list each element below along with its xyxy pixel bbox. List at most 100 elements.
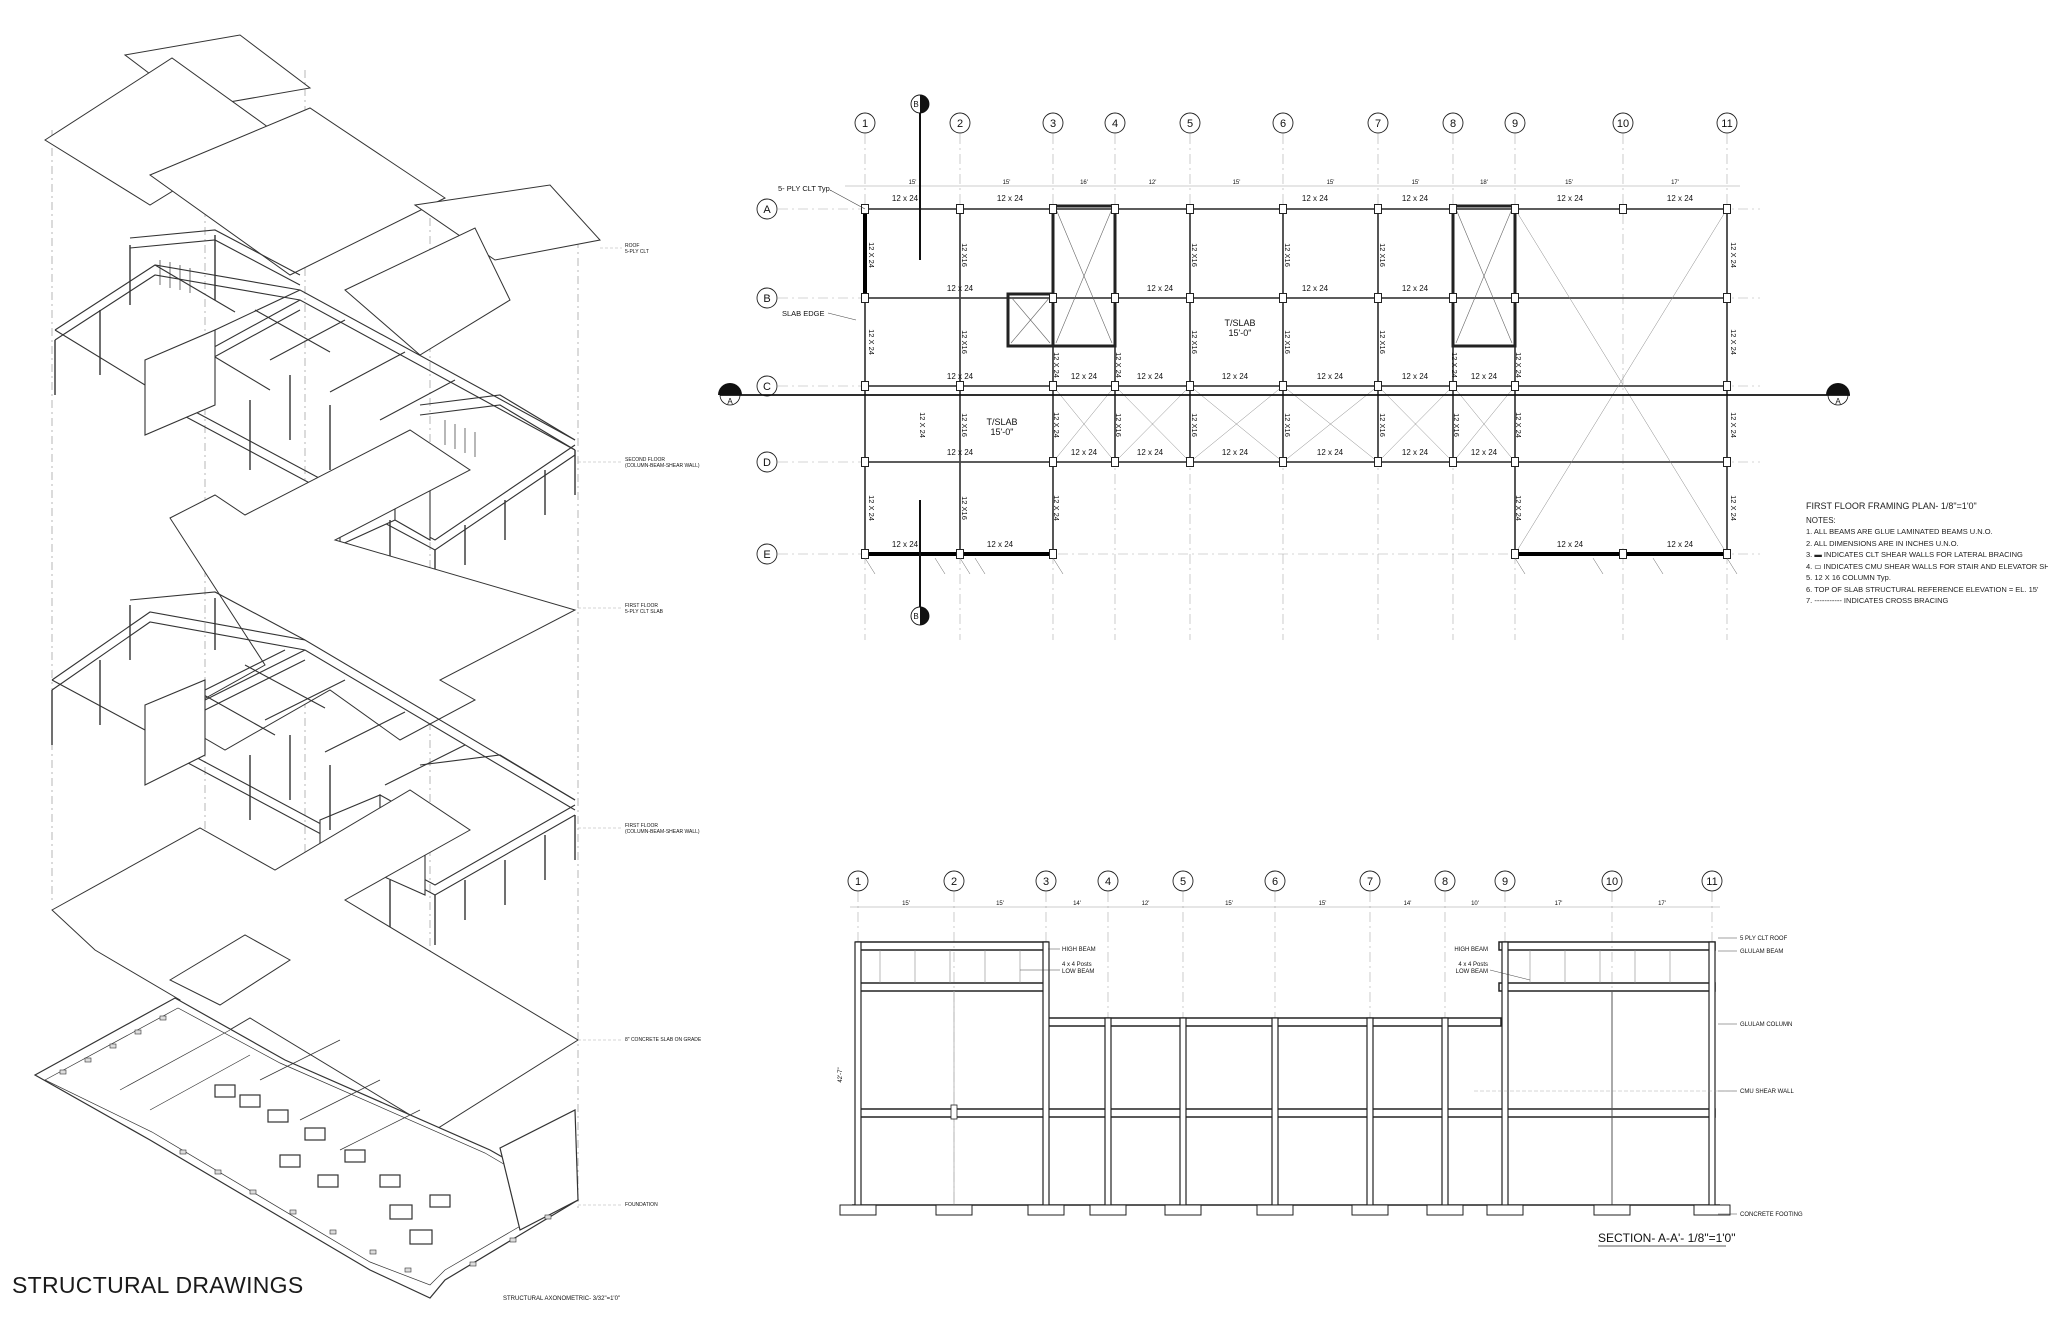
section-dim-text: 10' [1471, 901, 1479, 907]
plan-grid-bubble [756, 543, 778, 565]
section-grid-bubble [847, 870, 869, 892]
plan-column [1279, 204, 1287, 214]
beam-label: 12 x 24 [1402, 372, 1429, 381]
plan-grid-bubble [1716, 112, 1738, 134]
plan-dim-text: 15' [909, 180, 917, 186]
section-grid-label: 6 [1272, 876, 1278, 888]
axonometric-view [33, 34, 622, 1299]
cross-bracing [1514, 208, 1728, 555]
plan-grid-bubble [1104, 112, 1126, 134]
plan-column [1511, 293, 1519, 303]
section-mark [718, 383, 742, 395]
section-grid-bubble [1434, 870, 1456, 892]
beam-label-vertical: 12 X 24 [1729, 495, 1738, 521]
plan-grid-bubble [854, 112, 876, 134]
cross-bracing [1189, 385, 1284, 463]
plan-column [1279, 381, 1287, 391]
beam-label: 12 x 24 [1302, 284, 1329, 293]
plan-column [1279, 293, 1287, 303]
plan-grid-bubble [756, 375, 778, 397]
section-grid-bubble [1601, 870, 1623, 892]
plan-column [1186, 204, 1194, 214]
section-footing [1027, 1204, 1065, 1216]
section-column [1708, 941, 1716, 1206]
section-column [1104, 1017, 1112, 1206]
section-roof-beam [1498, 941, 1716, 951]
plan-column [1449, 381, 1457, 391]
plan-column [1449, 293, 1457, 303]
section-low-beam [1498, 982, 1716, 992]
plan-dim-text: 15' [1565, 180, 1573, 186]
plan-tick [1592, 557, 1604, 575]
beam-label-vertical: 12 X 24 [1514, 412, 1523, 438]
axo-roof [44, 34, 601, 356]
plan-grid-label: 8 [1450, 118, 1456, 130]
section-mark-label: A [727, 397, 733, 406]
plan-dim-text: 16' [1080, 180, 1088, 186]
plan-column [956, 381, 964, 391]
cross-bracing [1114, 385, 1191, 463]
slab-edge-callout: SLAB EDGE [782, 309, 825, 318]
plan-grid-label: 11 [1721, 118, 1732, 130]
plan-column [1049, 457, 1057, 467]
beam-label: 12 x 24 [892, 194, 919, 203]
plan-column [1374, 457, 1382, 467]
section-footing [1256, 1204, 1294, 1216]
note-line: 6. TOP OF SLAB STRUCTURAL REFERENCE ELEV… [1806, 584, 2039, 594]
cross-bracing [1452, 385, 1516, 463]
plan-dim-text: 18' [1480, 180, 1488, 186]
beam-label-vertical: 12 X16 [1452, 413, 1461, 437]
plan-dim-text: 12' [1149, 180, 1157, 186]
section-grid-label: 8 [1442, 876, 1448, 888]
section-grid-bubble [943, 870, 965, 892]
plan-column [1374, 293, 1382, 303]
section-callout: LOW BEAM [1456, 969, 1488, 975]
section-grid-label: 3 [1043, 876, 1049, 888]
beam-label-vertical: 12 X 24 [1052, 352, 1061, 378]
section-footing [1593, 1204, 1631, 1216]
section-footing [1351, 1204, 1389, 1216]
plan-column [1449, 204, 1457, 214]
section-column [854, 941, 862, 1206]
section-mark [920, 95, 929, 113]
beam-label-vertical: 12 X 24 [1729, 412, 1738, 438]
beam-label-vertical: 12 X16 [960, 243, 969, 267]
beam-label-vertical: 12 X16 [1283, 243, 1292, 267]
plan-column [1723, 293, 1731, 303]
beam-label-vertical: 12 X16 [960, 496, 969, 520]
beam-label: 12 x 24 [1222, 372, 1249, 381]
beam-label: 12 x 24 [947, 284, 974, 293]
beam-label: 12 x 24 [1147, 284, 1174, 293]
beam-label: 12 x 24 [1071, 372, 1098, 381]
beam-label: 12 x 24 [1667, 540, 1694, 549]
plan-column [1723, 457, 1731, 467]
section-mark [1826, 383, 1850, 395]
section-grid-label: 9 [1502, 876, 1508, 888]
section-footing [1164, 1204, 1202, 1216]
section-column [1179, 1017, 1187, 1206]
section-grid-label: 7 [1367, 876, 1373, 888]
note-line: 1. ALL BEAMS ARE GLUE LAMINATED BEAMS U.… [1806, 527, 1993, 536]
section-callout: 4 x 4 Posts [1458, 962, 1488, 968]
beam-label-vertical: 12 X 24 [1729, 329, 1738, 355]
axo-label-foundation: FOUNDATION [625, 1202, 658, 1208]
plan-tick [1052, 557, 1064, 575]
plan-grid-label: 7 [1375, 118, 1381, 130]
section-dim-text: 12' [1142, 901, 1150, 907]
plan-column [1186, 381, 1194, 391]
beam-label: 12 x 24 [1071, 448, 1098, 457]
section-dim-text: 15' [996, 901, 1004, 907]
axo-first-floor-slab [168, 429, 577, 751]
beam-label-vertical: 12 X 24 [1450, 352, 1459, 378]
section-grid-bubble [1172, 870, 1194, 892]
cross-bracing [1052, 385, 1116, 463]
plan-column [1111, 204, 1119, 214]
callout-leader [829, 189, 866, 210]
plan-column [861, 381, 869, 391]
plan-grid-label: D [763, 457, 771, 469]
beam-label-vertical: 12 X16 [1190, 243, 1199, 267]
tslab-label: T/SLAB [986, 417, 1017, 427]
beam-label: 12 x 24 [1317, 372, 1344, 381]
plan-grid-bubble [949, 112, 971, 134]
